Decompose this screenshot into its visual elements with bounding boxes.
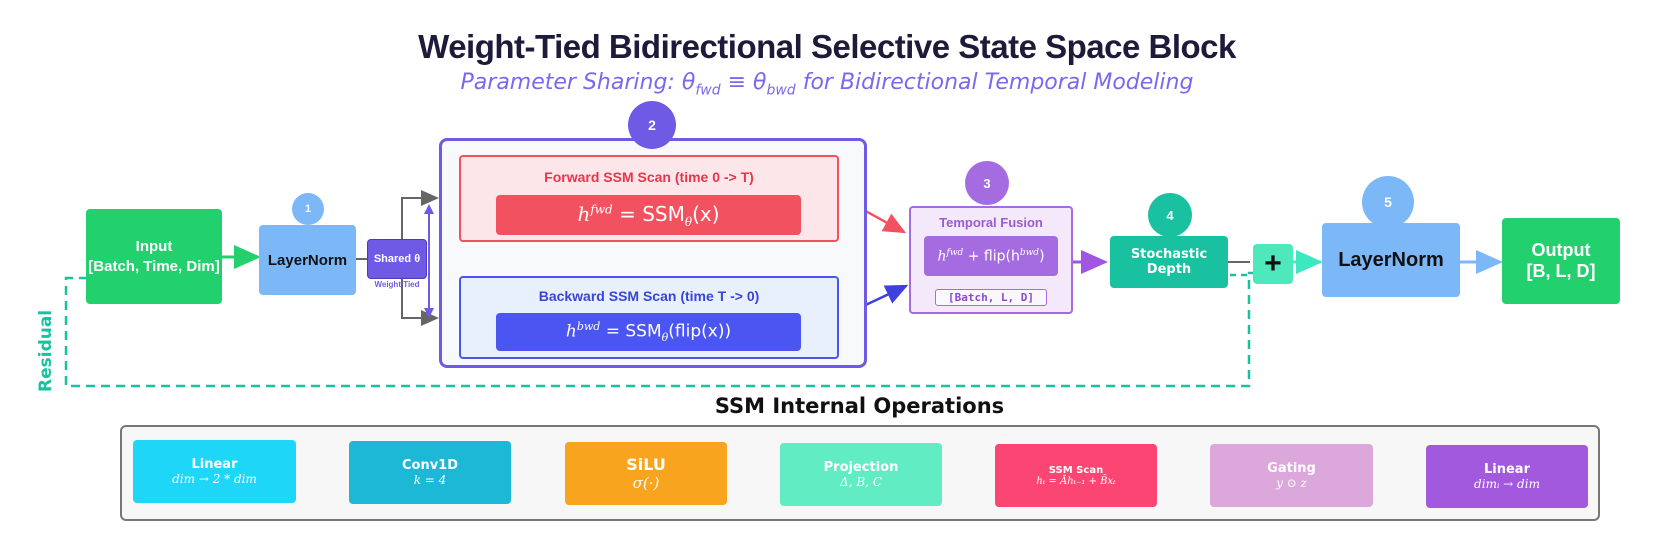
step-2-badge: 2 [628,101,676,149]
output-node: Output [B, L, D] [1502,218,1620,304]
op-silu: SiLU σ(·) [565,442,727,505]
diagram-title: Weight-Tied Bidirectional Selective Stat… [418,28,1236,65]
diagram-subtitle: Parameter Sharing: θfwd ≡ θbwd for Bidir… [460,70,1194,99]
fusion-shape-badge: [Batch, L, D] [935,289,1047,306]
step-1-badge: 1 [292,193,324,225]
op-conv1d: Conv1D k = 4 [349,441,511,504]
residual-label: Residual [36,309,56,392]
op-linear-in: Linear dim → 2 * dim [133,440,296,503]
internal-ops-title: SSM Internal Operations [714,394,1005,418]
weight-tied-caption: Weight Tied [374,280,420,289]
step-5-badge: 5 [1362,176,1414,228]
step-3-badge: 3 [965,161,1009,205]
op-gating: Gating y ⊙ z [1210,444,1373,507]
forward-equation: hfwd = SSMθ(x) [496,195,801,235]
residual-connection [64,271,1262,388]
input-shape: [Batch, Time, Dim] [88,258,220,275]
layernorm-node-2: LayerNorm [1322,223,1460,297]
stochastic-depth-node: Stochastic Depth [1110,236,1228,288]
op-projection: Projection Δ, B, C [780,443,942,506]
residual-add-node: + [1253,244,1293,284]
input-node: Input [Batch, Time, Dim] [86,209,222,304]
shared-theta-node: Shared θ [367,239,427,279]
backward-equation: hbwd = SSMθ(flip(x)) [496,313,801,351]
forward-scan-title: Forward SSM Scan (time 0 -> T) [544,169,754,185]
input-title: Input [135,238,173,255]
op-linear-out: Linear dimᵢ → dim [1426,445,1588,508]
fusion-equation: hfwd + flip(hbwd) [924,236,1058,276]
fusion-title: Temporal Fusion [939,215,1043,230]
step-4-badge: 4 [1148,193,1192,237]
backward-scan-title: Backward SSM Scan (time T -> 0) [538,288,760,304]
layernorm-node-1: LayerNorm [259,225,356,295]
op-ssm-scan: SSM Scan hₜ = Āhₜ₋₁ + B̄xₜ [995,444,1157,507]
